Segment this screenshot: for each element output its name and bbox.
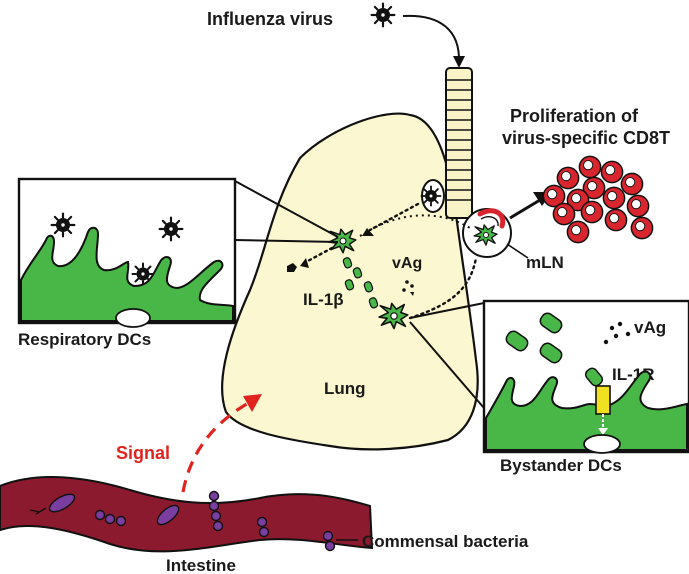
proliferation-label-1: Proliferation of [510, 106, 639, 126]
trachea-icon [445, 67, 473, 219]
lung-label: Lung [324, 379, 366, 398]
signal-arrow [181, 400, 251, 493]
virus-icon [370, 2, 396, 28]
dendritic-cell-icon [473, 224, 498, 246]
dendritic-cell-icon [378, 302, 409, 330]
il1b-molecule [287, 263, 297, 272]
vag-lung-label: vAg [392, 255, 422, 272]
commensal-bacteria-label: Commensal bacteria [362, 532, 529, 551]
virus-icon [158, 216, 184, 242]
intestine-label: Intestine [166, 556, 236, 574]
vag-inset-label: vAg [634, 318, 666, 337]
signal-label: Signal [116, 443, 170, 463]
respiratory-dcs-label: Respiratory DCs [18, 330, 151, 349]
bacteria-icon [29, 490, 336, 552]
mln-label: mLN [526, 253, 564, 272]
bystander-dc-body [485, 370, 688, 451]
virus-icon [420, 185, 442, 207]
proliferation-label-2: virus-specific CD8T [502, 128, 670, 148]
bystander-dcs-label: Bystander DCs [500, 456, 622, 475]
intestine-tube [0, 476, 374, 553]
vag-fragments-inset [603, 321, 631, 345]
il1b-label: IL-1β [303, 290, 344, 309]
virus-entry-arrow [402, 14, 461, 63]
il1b-beads-inset [505, 312, 604, 387]
vag-fragments [402, 280, 414, 296]
virus-icon [50, 212, 76, 238]
cd8t-cluster [542, 155, 654, 244]
respiratory-dc-body [20, 226, 234, 322]
il1r-receptor [595, 385, 611, 435]
il1b-beads [342, 257, 379, 309]
influenza-virus-label: Influenza virus [207, 9, 333, 29]
